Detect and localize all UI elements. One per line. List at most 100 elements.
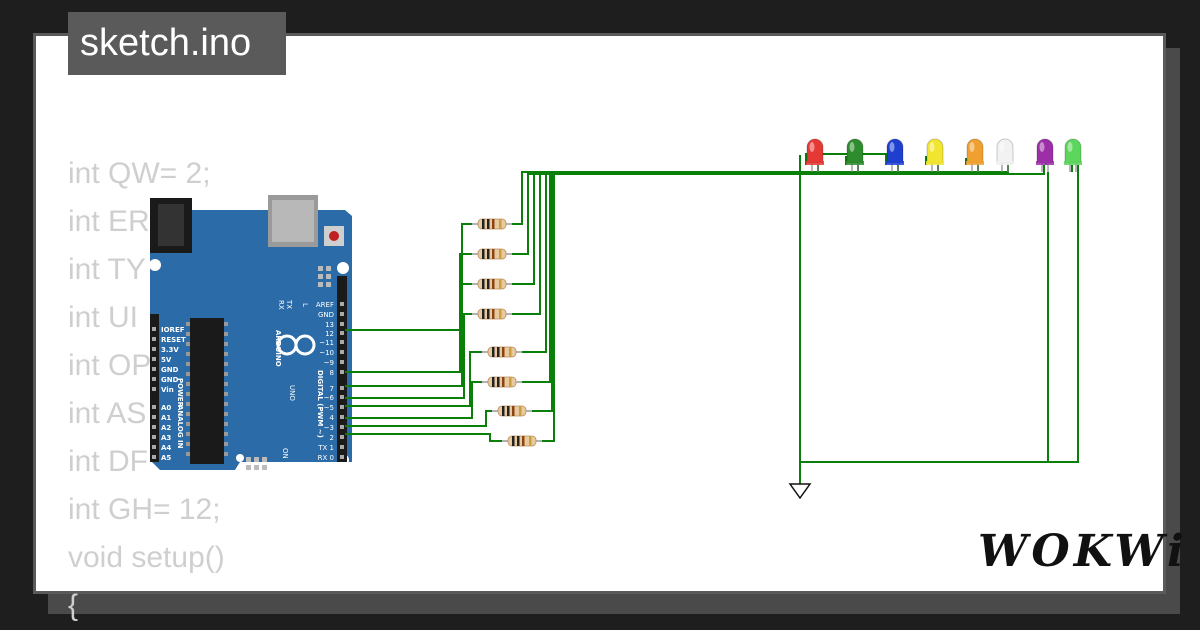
resistor[interactable] [482,376,522,388]
digital-pin[interactable] [340,415,344,419]
ground-symbol [788,483,812,500]
digital-pin[interactable] [340,425,344,429]
file-title: sketch.ino [68,12,286,75]
digital-pin[interactable] [340,322,344,326]
digital-pin-label: 4 [330,414,335,422]
digital-pin-label: 8 [330,369,334,377]
digital-label: DIGITAL (PWM ~) [316,370,324,438]
wires [345,153,1079,484]
wire-r2 [512,165,1045,255]
power-pin-label: RESET [161,336,186,344]
led-blue[interactable] [886,138,904,172]
power-pin[interactable] [152,357,156,361]
digital-pin-label: GND [318,311,334,319]
code-line: void setup() [68,541,225,574]
arduino-logo [276,334,316,356]
power-pin[interactable] [152,455,156,459]
power-pin-label: A2 [161,424,171,432]
arduino-uno-board[interactable]: ARDUINO UNO DIGITAL (PWM ~) POWER ANALOG… [149,195,352,470]
resistor[interactable] [482,346,522,358]
wire-pin4 [345,381,482,419]
power-pin[interactable] [152,367,156,371]
led-white[interactable] [996,138,1014,172]
wokwi-logo: WOKWi [978,526,1188,577]
digital-pin[interactable] [340,331,344,335]
power-pin[interactable] [152,445,156,449]
led-yellow[interactable] [926,138,944,172]
power-pin-label: A0 [161,404,171,412]
code-line: int AS [68,397,147,430]
digital-pin-label: ~3 [324,424,334,432]
wire-pin7 [345,283,472,387]
code-line: int DF [68,445,149,478]
power-pin[interactable] [152,337,156,341]
led-purple[interactable] [1036,138,1054,172]
power-pin-label: Vin [161,386,174,394]
resistor[interactable] [492,405,532,417]
led-light-green[interactable] [1064,138,1082,172]
wire-pin6 [345,313,472,399]
power-pin-label: GND [161,366,179,374]
digital-pin-label: 7 [330,385,334,393]
led-red[interactable] [806,138,824,172]
power-pin[interactable] [152,377,156,381]
power-label: POWER [176,378,184,408]
power-pin-label: A4 [161,444,171,452]
power-pin-label: IOREF [161,326,185,334]
digital-pin-label: 12 [325,330,334,338]
digital-pin[interactable] [340,435,344,439]
digital-pin[interactable] [340,445,344,449]
resistor[interactable] [472,278,512,290]
wire-pin5 [345,351,482,407]
digital-pin[interactable] [340,455,344,459]
digital-pin[interactable] [340,386,344,390]
wire-pin12 [345,223,472,331]
power-pin[interactable] [152,415,156,419]
power-pin[interactable] [152,405,156,409]
power-pin-label: GND [161,376,179,384]
digital-pin-label: ~5 [324,404,334,412]
digital-pin[interactable] [340,350,344,354]
digital-pin[interactable] [340,405,344,409]
led-green[interactable] [846,138,864,172]
digital-pin[interactable] [340,370,344,374]
digital-pin[interactable] [340,340,344,344]
power-pin[interactable] [152,347,156,351]
digital-pin-label: ~10 [319,349,334,357]
resistor[interactable] [472,218,512,230]
digital-pin-label: ~6 [324,394,335,402]
digital-pin-label: 13 [325,321,334,329]
resistor[interactable] [472,308,512,320]
digital-pin[interactable] [340,312,344,316]
wire-r8 [542,174,555,442]
wire-r6 [522,174,551,383]
code-line: int OP [68,349,152,382]
tx-led-label: TX [285,299,293,309]
brand-label: ARDUINO [274,330,282,367]
digital-pin[interactable] [340,360,344,364]
power-pin[interactable] [152,387,156,391]
resistor[interactable] [502,435,542,447]
code-line: { [68,589,79,622]
power-pin[interactable] [152,327,156,331]
power-pin-label: A5 [161,454,171,462]
l-led-label: L [301,303,309,307]
led-orange[interactable] [966,138,984,172]
atmega-chip [190,318,224,464]
code-line: int QW= 2; [68,157,211,190]
digital-pin[interactable] [340,302,344,306]
power-pin[interactable] [152,425,156,429]
on-label: ON [281,448,289,459]
wire-r3 [512,174,535,285]
wire-r5 [522,174,547,353]
wire-pin3 [345,410,492,427]
digital-pin-label: ~9 [324,359,334,367]
resistor[interactable] [472,248,512,260]
model-label: UNO [288,385,296,401]
power-pin[interactable] [152,435,156,439]
rx-led-label: RX [277,300,285,310]
wire-ground [799,155,1079,463]
digital-pin[interactable] [340,395,344,399]
